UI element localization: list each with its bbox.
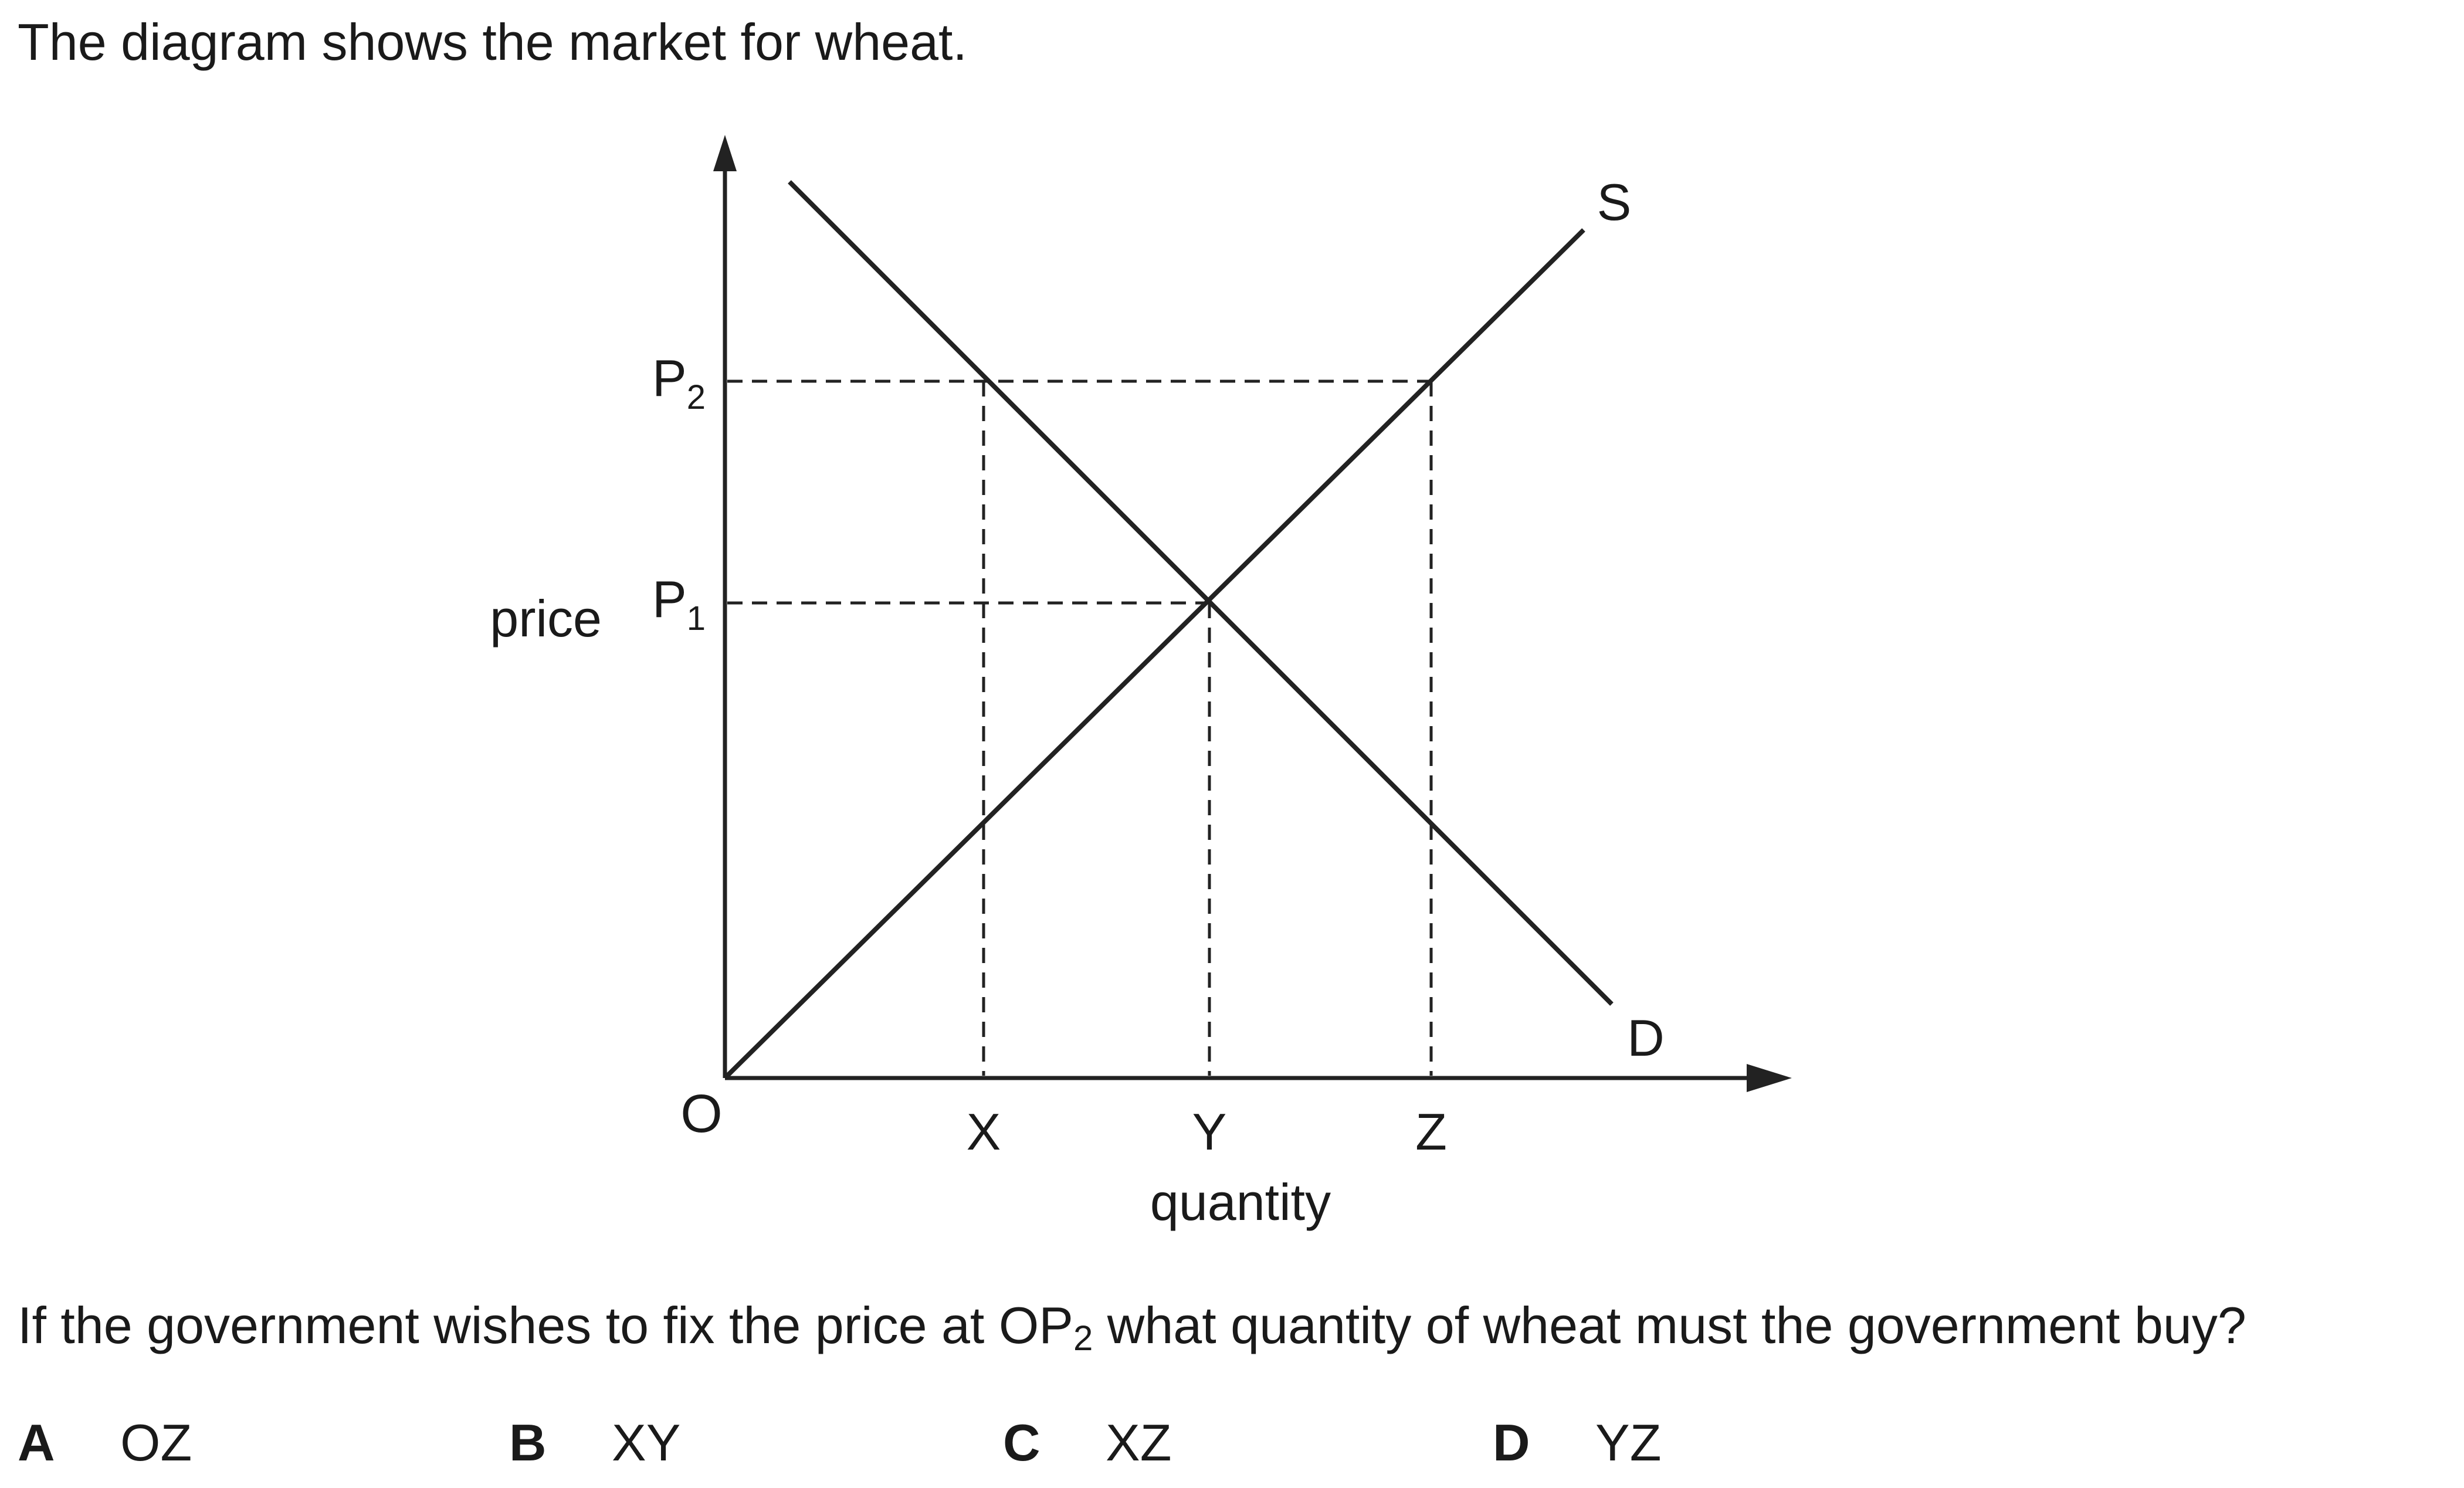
demand-curve — [788, 180, 1614, 1006]
origin-label: O — [680, 1084, 723, 1144]
question-after: what quantity of wheat must the governme… — [1093, 1296, 2246, 1354]
option-c[interactable]: C XZ — [1003, 1408, 1171, 1478]
question-before: If the government wishes to fix the pric… — [18, 1296, 1073, 1354]
option-c-text: XZ — [1106, 1414, 1172, 1472]
option-b-letter: B — [509, 1414, 547, 1472]
question-text: If the government wishes to fix the pric… — [18, 1290, 2246, 1374]
option-c-letter: C — [1003, 1414, 1040, 1472]
question-subscript: 2 — [1073, 1318, 1093, 1358]
option-a-text: OZ — [120, 1414, 192, 1472]
y-axis-arrowhead — [713, 135, 737, 171]
intro-text: The diagram shows the market for wheat. — [18, 13, 967, 71]
supply-label: S — [1597, 173, 1632, 231]
option-b-text: XY — [612, 1414, 681, 1472]
option-d-text: YZ — [1595, 1414, 1662, 1472]
option-d[interactable]: D YZ — [1493, 1408, 1661, 1478]
p2-subscript: 2 — [687, 378, 706, 416]
quantity-label-x: X — [967, 1103, 1001, 1161]
p1-subscript: 1 — [687, 599, 706, 638]
demand-label: D — [1627, 1009, 1665, 1067]
x-axis-label: quantity — [1150, 1173, 1331, 1231]
option-d-letter: D — [1493, 1414, 1530, 1472]
y-axis-label: price — [490, 589, 602, 648]
supply-curve — [723, 228, 1585, 1080]
quantity-label-z: Z — [1415, 1103, 1447, 1161]
p2-main: P — [652, 349, 687, 407]
option-a-letter: A — [18, 1414, 55, 1472]
price-level-p1: P1 — [652, 570, 706, 638]
option-a[interactable]: A OZ — [18, 1408, 192, 1478]
price-level-p2: P2 — [652, 349, 706, 416]
option-b[interactable]: B XY — [509, 1408, 680, 1478]
quantity-label-y: Y — [1192, 1103, 1227, 1161]
p1-main: P — [652, 570, 687, 628]
x-axis-arrowhead — [1747, 1064, 1792, 1092]
